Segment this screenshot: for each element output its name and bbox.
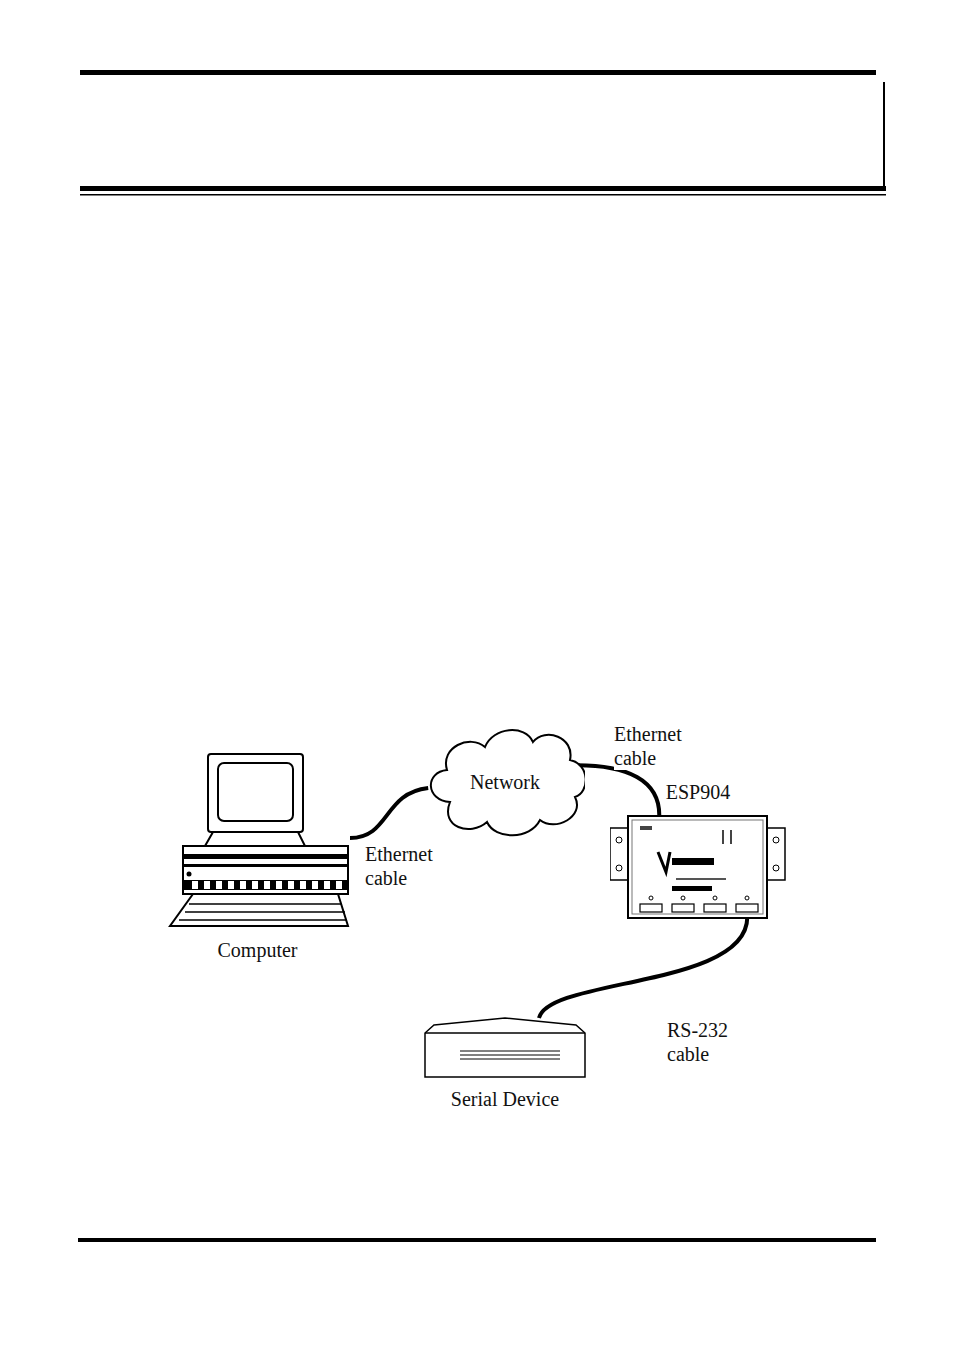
cable-label: RS-232 cable: [667, 1018, 747, 1066]
cable-label: Ethernet cable: [614, 722, 694, 770]
device-server: ESP904: [610, 780, 786, 920]
cable-line: [350, 788, 428, 838]
node-label: ESP904: [666, 780, 730, 804]
node-label: Network: [470, 770, 540, 794]
cable-label: Ethernet cable: [365, 842, 445, 890]
cable-line: [577, 765, 659, 815]
cable-line: [539, 917, 747, 1018]
serial-device: Serial Device: [420, 1015, 590, 1115]
network-cloud: Network: [425, 722, 585, 842]
node-label: Computer: [218, 938, 298, 962]
computer-node: Computer: [165, 752, 350, 967]
computer-illustration: [165, 752, 350, 967]
node-label: Serial Device: [451, 1087, 559, 1111]
